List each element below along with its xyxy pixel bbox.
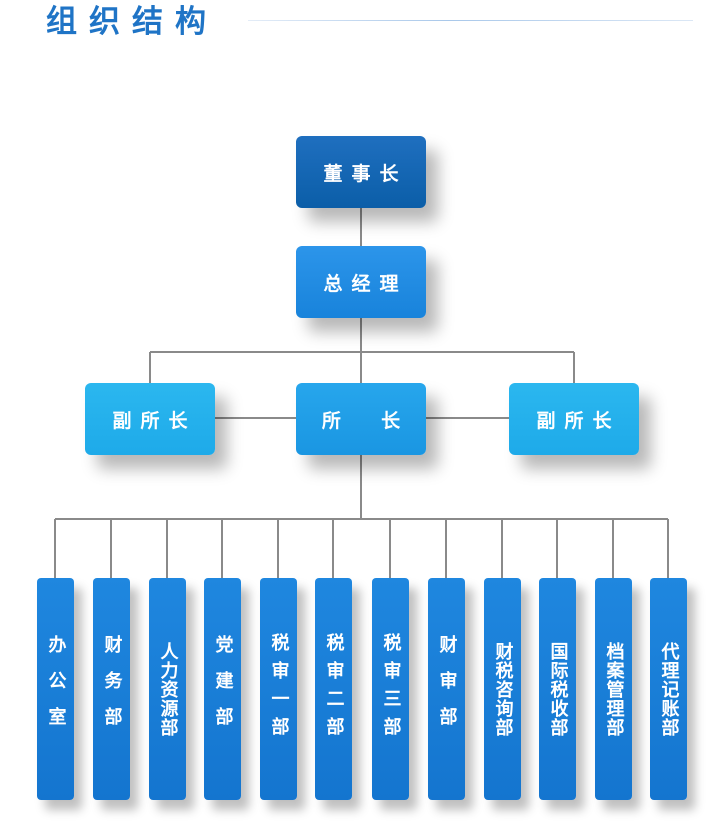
node-director: 所 长	[296, 383, 426, 455]
dept-tax-consulting: 财税咨询部	[484, 578, 521, 800]
dept-international-tax: 国际税收部	[539, 578, 576, 800]
node-vice-director-right: 副所长	[509, 383, 639, 455]
title-divider	[248, 20, 693, 21]
dept-tax-audit-2: 税审二部	[315, 578, 352, 800]
dept-tax-audit-3: 税审三部	[372, 578, 409, 800]
dept-human-resources: 人力资源部	[149, 578, 186, 800]
dept-bookkeeping-agency: 代理记账部	[650, 578, 687, 800]
dept-party-building: 党建部	[204, 578, 241, 800]
dept-finance: 财务部	[93, 578, 130, 800]
page-title: 组织结构	[46, 4, 218, 40]
dept-archive-management: 档案管理部	[595, 578, 632, 800]
dept-office: 办公室	[37, 578, 74, 800]
node-general-manager: 总经理	[296, 246, 426, 318]
node-chairman: 董事长	[296, 136, 426, 208]
dept-financial-audit: 财审部	[428, 578, 465, 800]
node-vice-director-left: 副所长	[85, 383, 215, 455]
dept-tax-audit-1: 税审一部	[260, 578, 297, 800]
